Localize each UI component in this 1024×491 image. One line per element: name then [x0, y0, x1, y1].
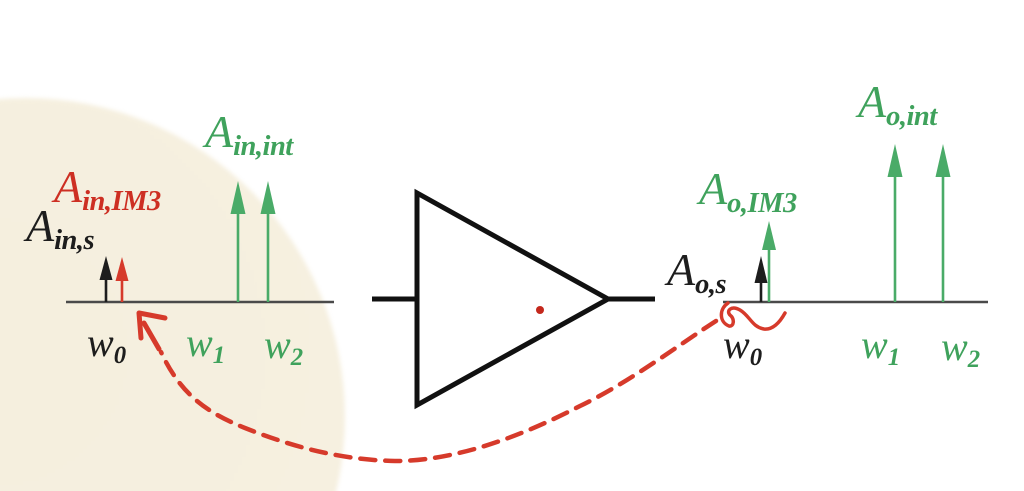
label-output-w0: w0 [723, 322, 762, 371]
label-output-w1: w1 [861, 322, 900, 371]
input-interferer-arrow-w1 [230, 181, 246, 302]
input-im3-arrow [115, 257, 129, 302]
label-input-w2: w2 [264, 322, 303, 371]
cursor-dot [536, 306, 544, 314]
output-im3-arrow [762, 221, 776, 302]
label-output-signal: Ao,s [667, 244, 727, 300]
input-w0-pointer-arrow [136, 310, 168, 352]
output-signal-arrow [754, 256, 768, 302]
dashed-feedback-curve [158, 318, 719, 464]
label-input-im3: Ain,IM3 [54, 161, 161, 217]
label-input-w0: w0 [87, 320, 126, 369]
label-input-interferers: Ain,int [205, 106, 293, 162]
output-interferer-arrow-w1 [887, 144, 903, 302]
output-w0-underline-curl [719, 301, 787, 331]
input-interferer-arrow-w2 [260, 181, 276, 302]
label-input-w1: w1 [186, 320, 225, 369]
label-output-im3: Ao,IM3 [699, 163, 797, 219]
input-signal-arrow [99, 256, 113, 302]
output-interferer-arrow-w2 [935, 144, 951, 302]
label-output-w2: w2 [941, 324, 980, 373]
label-output-interferers: Ao,int [858, 76, 937, 132]
amplifier-triangle [414, 188, 614, 410]
label-input-signal: Ain,s [26, 200, 95, 256]
